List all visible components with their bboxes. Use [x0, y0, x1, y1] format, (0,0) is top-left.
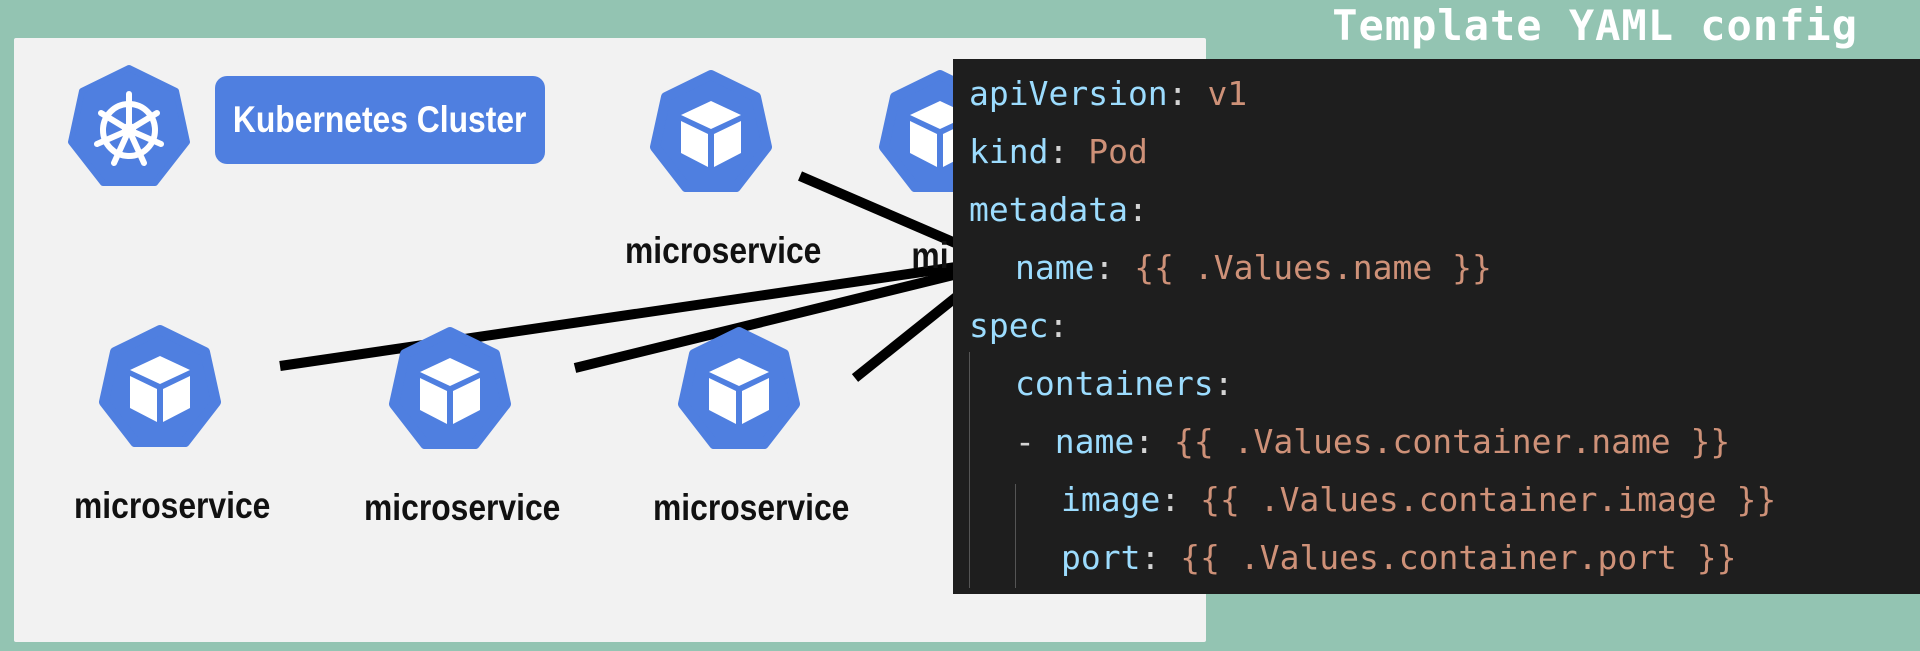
cube-icon [389, 327, 511, 449]
yaml-line: kind: Pod [969, 124, 1148, 180]
arrow-line [573, 261, 992, 373]
kubernetes-helm-wheel-icon [68, 65, 190, 186]
yaml-key: apiVersion [969, 74, 1168, 113]
microservice-node: microservice [639, 324, 849, 528]
microservice-node: microservice [60, 322, 270, 526]
yaml-value: {{ .Values.container.name }} [1173, 422, 1731, 461]
yaml-separator: : [1048, 132, 1089, 171]
yaml-line: image: {{ .Values.container.image }} [1061, 472, 1776, 528]
yaml-value: {{ .Values.name }} [1134, 248, 1492, 287]
yaml-line: - name: {{ .Values.container.name }} [1015, 414, 1730, 470]
yaml-value: {{ .Values.container.image }} [1200, 480, 1777, 519]
yaml-separator: : [1167, 74, 1208, 113]
microservice-node: microservice [350, 324, 560, 528]
yaml-separator: : [1127, 190, 1148, 229]
yaml-key: kind [969, 132, 1049, 171]
yaml-separator: : [1134, 422, 1174, 461]
yaml-separator: : [1094, 248, 1135, 287]
yaml-value: Pod [1088, 132, 1148, 171]
yaml-key: image [1061, 480, 1161, 519]
yaml-line: apiVersion: v1 [969, 66, 1247, 122]
yaml-code-editor: apiVersion: v1 kind: Pod metadata: name:… [953, 59, 1920, 594]
yaml-key: port [1061, 538, 1141, 577]
yaml-key: spec [969, 306, 1049, 345]
yaml-line: name: {{ .Values.name }} [1015, 240, 1492, 296]
slide-heading: Template YAML config [1332, 1, 1858, 50]
indent-guide [1015, 484, 1016, 588]
yaml-value: v1 [1207, 74, 1248, 113]
kubernetes-logo [65, 64, 193, 192]
cube-icon [99, 325, 221, 447]
microservice-label: microservice [625, 230, 822, 271]
microservice-node: microservice [611, 67, 821, 271]
microservice-label: mi [911, 235, 949, 276]
cube-icon [650, 70, 772, 192]
cluster-badge: Kubernetes Cluster [215, 76, 545, 164]
yaml-key: name [1015, 248, 1095, 287]
yaml-line: containers: [1015, 356, 1234, 412]
cube-icon [678, 327, 800, 449]
yaml-key: containers [1015, 364, 1214, 403]
yaml-separator: : [1140, 538, 1181, 577]
arrow-line [279, 257, 991, 371]
yaml-value: {{ .Values.container.port }} [1180, 538, 1737, 577]
indent-guide [969, 352, 970, 588]
yaml-key: name [1054, 422, 1135, 461]
cluster-label: Kubernetes Cluster [233, 99, 527, 140]
yaml-separator: : [1160, 480, 1201, 519]
yaml-key: metadata [969, 190, 1128, 229]
yaml-separator: : [1048, 306, 1069, 345]
yaml-separator: : [1213, 364, 1234, 403]
yaml-line: port: {{ .Values.container.port }} [1061, 530, 1737, 586]
microservice-label: microservice [653, 487, 850, 528]
microservice-label: microservice [74, 485, 271, 526]
yaml-dash: - [1015, 422, 1055, 461]
microservice-label: microservice [364, 487, 561, 528]
yaml-line: metadata: [969, 182, 1148, 238]
yaml-line: spec: [969, 298, 1068, 354]
